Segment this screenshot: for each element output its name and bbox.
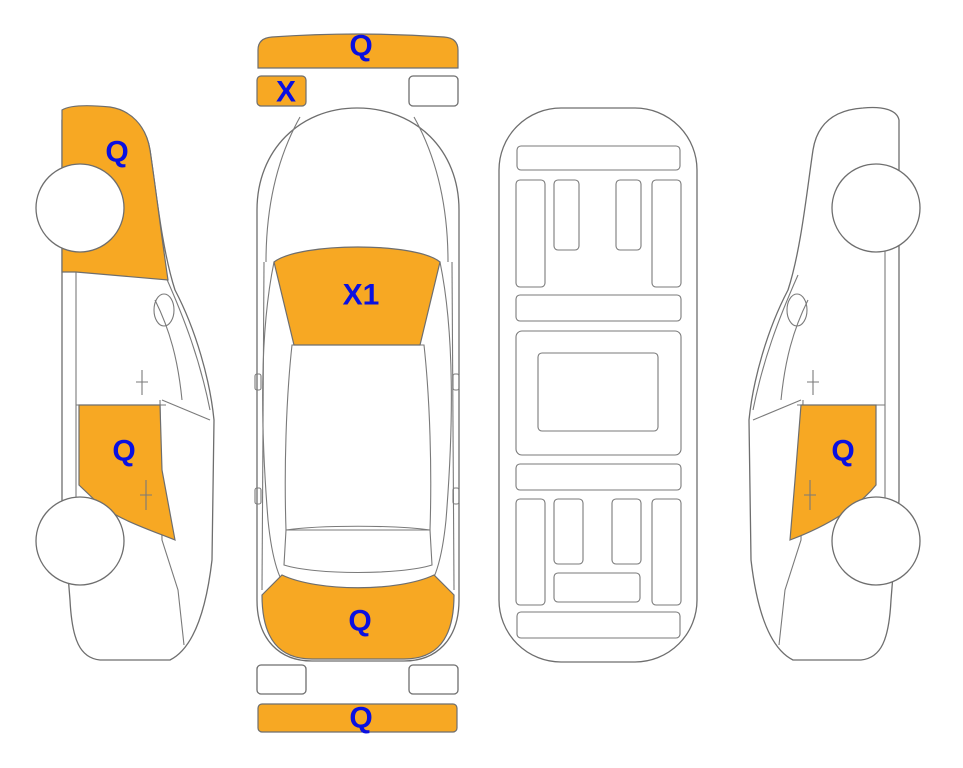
rear-bumper-shape (257, 703, 458, 733)
left-rear-wheel[interactable] (35, 496, 125, 586)
rear-bumper-part[interactable]: Q (257, 702, 458, 735)
rear-trunk-part[interactable]: Q (261, 574, 455, 660)
left-pillar (262, 261, 291, 591)
underbody-rear-cross (516, 611, 681, 639)
left-front-wheel[interactable] (35, 163, 125, 253)
car-underbody-view (498, 107, 698, 663)
front-right-light[interactable] (408, 75, 459, 107)
right-side-a-pillar (752, 274, 799, 411)
right-front-handle[interactable] (807, 370, 819, 395)
left-mirror[interactable] (254, 373, 262, 391)
underbody-rear-left-block (553, 498, 584, 565)
rear-right-light[interactable] (408, 664, 459, 695)
underbody-rear-right-block (611, 498, 642, 565)
windshield-part[interactable]: X1 (273, 246, 441, 346)
underbody-rear-bar (553, 572, 641, 603)
rear-trunk-label: Q (348, 605, 371, 638)
left-rear-door-label: Q (112, 435, 135, 468)
front-left-light-label: X (276, 76, 296, 109)
right-rear-wheel[interactable] (831, 496, 921, 586)
right-side-line (451, 261, 455, 591)
front-bumper-part[interactable]: Q (257, 30, 459, 69)
hood-line-right (413, 116, 449, 263)
underbody-cross-member-1 (515, 294, 682, 322)
rear-bumper-label: Q (349, 702, 372, 735)
right-side-window (780, 299, 809, 401)
car-top-body[interactable] (256, 107, 460, 662)
rear-left-light[interactable] (256, 664, 307, 695)
underbody-outline[interactable] (498, 107, 698, 663)
right-side-window-2 (752, 399, 802, 421)
underbody-front-bar (516, 145, 681, 171)
left-front-handle[interactable] (136, 370, 148, 395)
rear-window (283, 525, 433, 574)
underbody-front-left-block (553, 179, 580, 251)
windshield-shape (273, 246, 441, 346)
right-rear-door-part[interactable]: Q (789, 404, 877, 541)
windshield-label: X1 (343, 279, 380, 312)
underbody-center-panel (537, 352, 659, 432)
underbody-front-right-rail (651, 179, 682, 288)
left-rear-handle[interactable] (254, 487, 262, 505)
front-bumper-shape (257, 33, 459, 69)
underbody-rear-left-rail (515, 498, 546, 606)
left-mirror-side[interactable] (153, 293, 175, 327)
right-pillar (423, 261, 452, 591)
right-front-wheel[interactable] (831, 163, 921, 253)
right-mirror[interactable] (452, 373, 460, 391)
hood-line-left (265, 116, 301, 263)
right-rear-handle[interactable] (452, 487, 460, 505)
rear-trunk-shape (261, 574, 455, 660)
left-side-a-pillar (164, 274, 211, 411)
right-mirror-side[interactable] (786, 293, 808, 327)
underbody-front-left-rail (515, 179, 546, 288)
front-left-light-shape (256, 75, 307, 107)
underbody-rear-right-rail (651, 498, 682, 606)
left-side-window (154, 299, 183, 401)
front-bumper-label: Q (349, 30, 372, 63)
right-rear-door-handle (804, 480, 816, 510)
underbody-front-right-block (615, 179, 642, 251)
car-top-view (254, 107, 460, 662)
right-rear-door-label: Q (831, 435, 854, 468)
left-front-fender-label: Q (105, 136, 128, 169)
underbody-mid-frame (515, 330, 682, 456)
front-left-light-part[interactable]: X (256, 75, 307, 109)
left-side-window-2 (161, 399, 211, 421)
left-rear-door-handle (140, 480, 152, 510)
underbody-cross-member-2 (515, 463, 682, 491)
